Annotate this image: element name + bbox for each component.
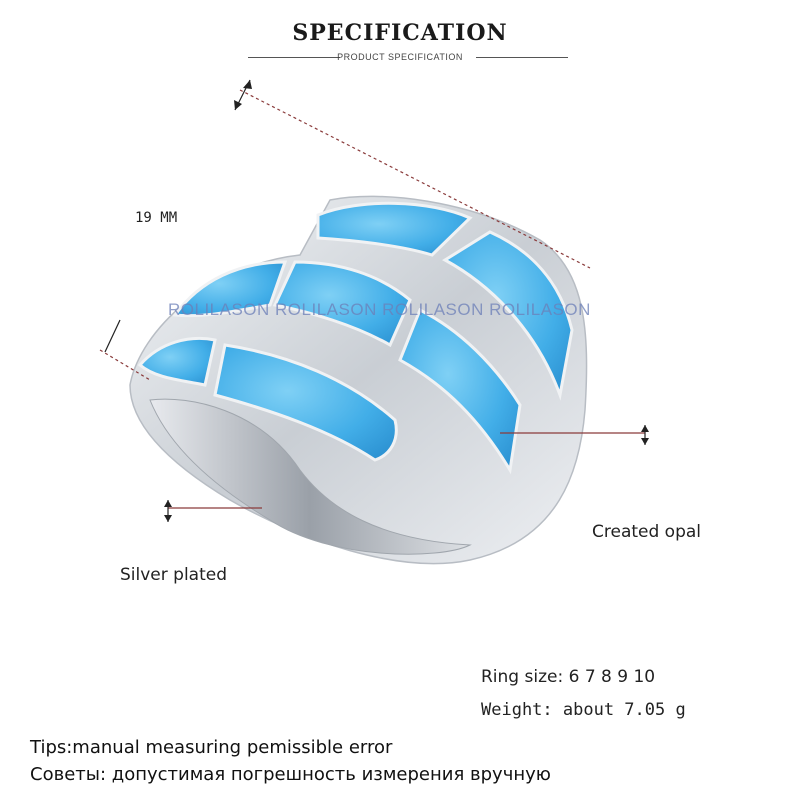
opal-inlay	[272, 260, 412, 348]
watermark-text: ROLILASON ROLILASON ROLILASON ROLILASON	[168, 300, 591, 319]
opal-inlay	[137, 336, 217, 387]
dimension-arrowhead	[234, 100, 242, 110]
tips-english: Tips:manual measuring pemissible error	[30, 737, 393, 758]
silver-callout-label: Silver plated	[120, 565, 227, 585]
dimension-arrowhead	[243, 80, 252, 89]
opal-callout-label: Created opal	[592, 522, 702, 542]
weight-spec: Weight: about 7.05 g	[481, 700, 686, 720]
title-divider-left	[248, 57, 340, 58]
opal-inlay	[213, 343, 398, 462]
page-title: SPECIFICATION	[292, 20, 508, 46]
dimension-line	[99, 349, 151, 381]
opal-inlay	[316, 201, 473, 257]
opal-inlay	[172, 260, 288, 318]
tips-russian: Советы: допустимая погрешность измерения…	[30, 764, 551, 785]
ring-size-spec: Ring size: 6 7 8 9 10	[481, 667, 656, 687]
page-subtitle: PRODUCT SPECIFICATION	[337, 52, 463, 62]
title-divider-right	[476, 57, 568, 58]
opal-inlay	[442, 230, 574, 401]
ring-inner-shank	[149, 398, 472, 555]
dimension-arrow	[104, 319, 121, 353]
opal-inlay	[398, 307, 522, 475]
dimension-label: 19 MM	[135, 210, 178, 226]
